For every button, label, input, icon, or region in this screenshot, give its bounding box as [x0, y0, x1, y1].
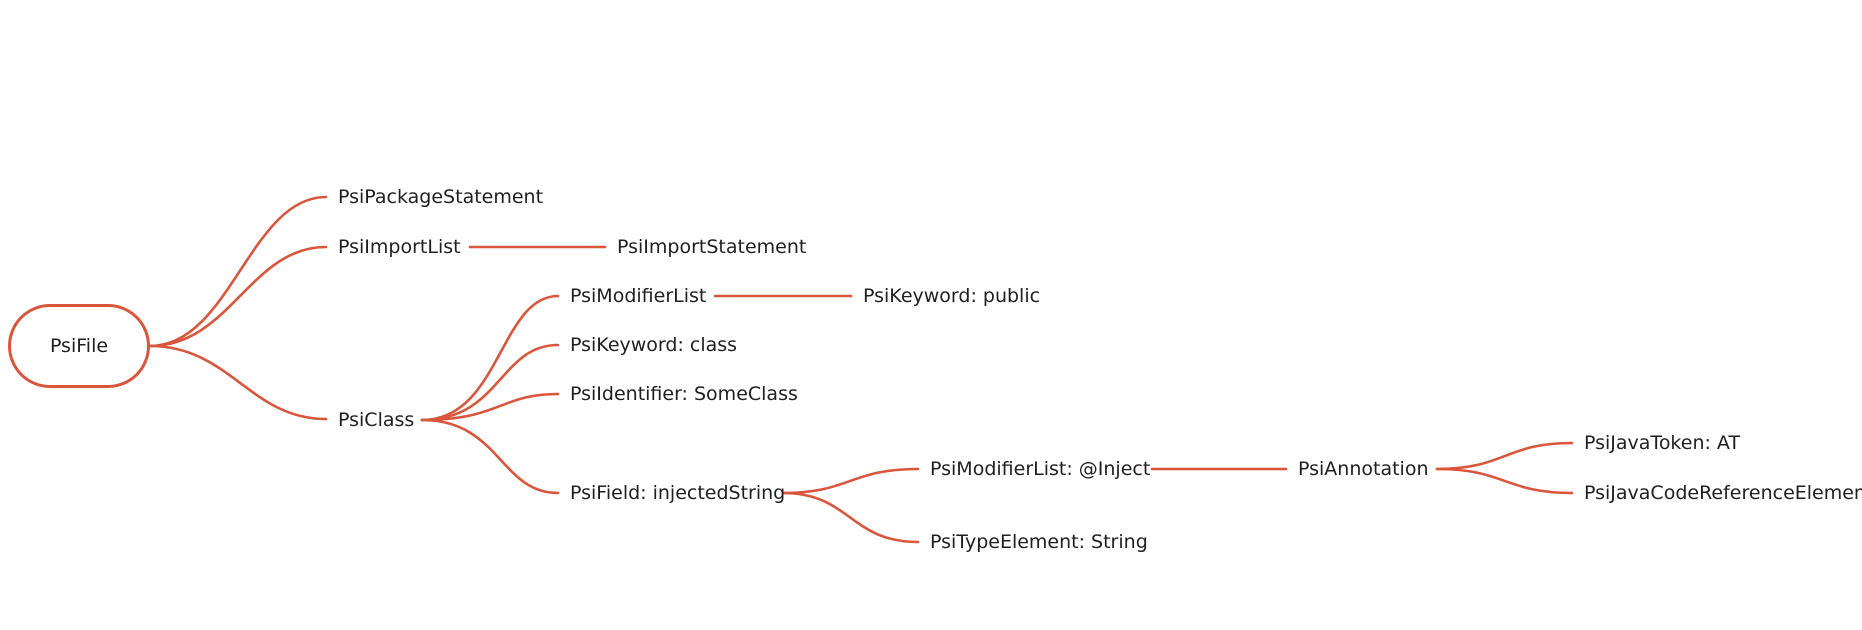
node-package-statement: PsiPackageStatement [338, 186, 544, 208]
node-identifier: PsiIdentifier: SomeClass [570, 383, 798, 405]
edge-class-identifier [420, 392, 560, 422]
edge-field-modifierlist-inject [781, 467, 920, 495]
edge-class-field [420, 418, 560, 495]
node-java-token: PsiJavaToken: AT [1584, 432, 1741, 454]
root-label: PsiFile [49, 335, 109, 357]
edge-root-class [148, 344, 328, 421]
edge-root-package [148, 195, 328, 348]
edge-annotation-javatoken [1435, 441, 1574, 471]
edge-group [148, 195, 1574, 544]
node-class-modifier-list: PsiModifierList [570, 285, 707, 307]
node-keyword-class: PsiKeyword: class [570, 334, 738, 356]
edge-class-modifierlist [420, 294, 560, 422]
node-type-element: PsiTypeElement: String [930, 531, 1148, 553]
edge-class-keyword [420, 343, 560, 422]
node-import-statement: PsiImportStatement [617, 236, 807, 258]
node-keyword-public: PsiKeyword: public [863, 285, 1041, 307]
node-field-modifier-list: PsiModifierList: @Inject [930, 458, 1151, 480]
edge-root-importlist [148, 245, 328, 348]
edge-annotation-codereference [1435, 467, 1574, 495]
edge-field-typeelement [781, 491, 920, 544]
node-import-list: PsiImportList [338, 236, 461, 258]
node-code-reference: PsiJavaCodeReferenceElement [1584, 482, 1862, 504]
root-node-psifile: PsiFile [8, 304, 150, 388]
node-annotation: PsiAnnotation [1298, 458, 1429, 480]
node-class: PsiClass [338, 409, 415, 431]
node-field: PsiField: injectedString [570, 482, 786, 504]
